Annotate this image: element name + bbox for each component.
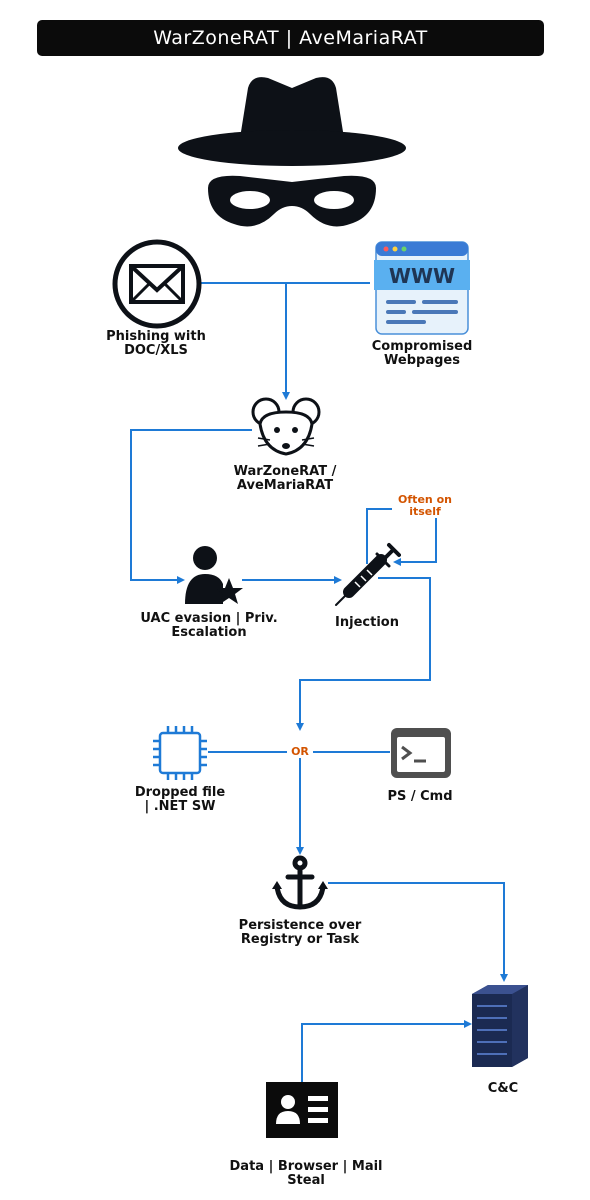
diagram-title: WarZoneRAT | AveMariaRAT	[37, 20, 544, 56]
id-card-icon	[266, 1082, 338, 1138]
injection-label: Injection	[335, 615, 399, 630]
syringe-icon	[335, 543, 401, 606]
terminal-icon	[391, 728, 451, 778]
or-label: OR	[287, 746, 313, 758]
connector-injection-to-split	[296, 577, 431, 731]
envelope-icon	[112, 239, 202, 329]
connector-steal-to-cc	[301, 1020, 472, 1082]
webpages-label: Compromised Webpages	[371, 339, 473, 368]
user-star-icon	[185, 546, 243, 604]
persistence-label: Persistence over Registry or Task	[238, 918, 362, 947]
uac-label: UAC evasion | Priv. Escalation	[140, 611, 278, 640]
cc-label: C&C	[487, 1081, 519, 1096]
connector-rat-to-uac	[130, 429, 252, 584]
ps-cmd-label: PS / Cmd	[387, 789, 453, 804]
data-steal-label: Data | Browser | Mail Steal	[229, 1159, 383, 1188]
phishing-label: Phishing with DOC/XLS	[106, 329, 206, 358]
anchor-icon	[272, 855, 328, 910]
dropped-file-label: Dropped file | .NET SW	[134, 785, 226, 814]
hacker-icon	[178, 77, 406, 227]
rat-icon	[251, 397, 321, 456]
www-text: WWW	[389, 264, 455, 288]
server-icon	[472, 985, 528, 1067]
chip-icon	[153, 726, 207, 780]
often-on-itself-label: Often on itself	[392, 494, 458, 518]
browser-www-icon: WWW	[374, 241, 470, 335]
rat-label: WarZoneRAT / AveMariaRAT	[233, 464, 337, 493]
connector-persistence-to-cc	[328, 882, 508, 982]
